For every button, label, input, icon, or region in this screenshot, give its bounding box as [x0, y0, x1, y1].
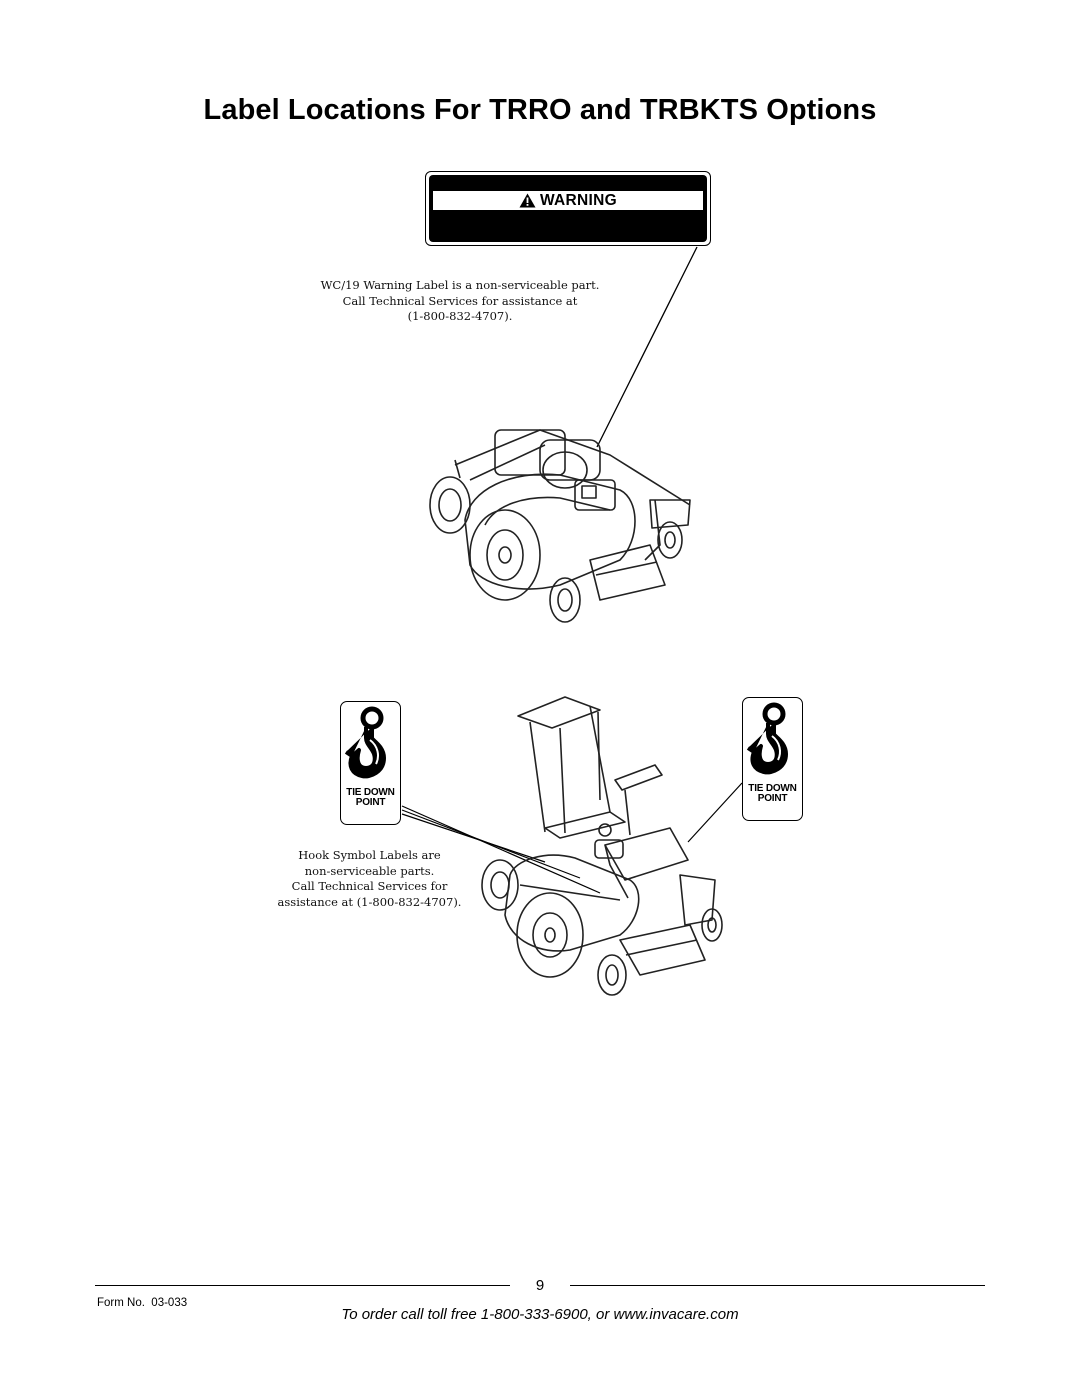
- caption-line: non-serviceable parts.: [304, 863, 435, 878]
- caption-line: WC/19 Warning Label is a non-serviceable…: [320, 278, 600, 292]
- warning-caption: WC/19 Warning Label is a non-serviceable…: [300, 278, 620, 325]
- warning-heading: WARNING: [539, 191, 617, 209]
- tie-down-leader-line: [687, 782, 743, 843]
- tie-down-line2: POINT: [355, 797, 386, 808]
- tie-down-text: TIE DOWN POINT: [743, 784, 802, 804]
- caption-line: assistance at (1-800-832-4707).: [277, 894, 462, 909]
- caption-line: Call Technical Services for assistance a…: [342, 293, 578, 308]
- warning-label: WARNING: [425, 171, 711, 246]
- caption-line: Call Technical Services for: [291, 879, 448, 893]
- page-number: 9: [535, 1277, 545, 1294]
- tie-down-label-right: TIE DOWN POINT: [742, 697, 803, 821]
- footer-rule: [570, 1285, 985, 1286]
- power-base-illustration: [429, 429, 691, 623]
- order-info: To order call toll free 1-800-333-6900, …: [341, 1306, 739, 1323]
- warning-heading-band: WARNING: [433, 191, 703, 210]
- page-title: Label Locations For TRRO and TRBKTS Opti…: [203, 94, 877, 126]
- caption-line: (1-800-832-4707).: [407, 309, 513, 323]
- hook-icon: [746, 702, 788, 775]
- power-wheelchair-illustration: [481, 696, 723, 996]
- tie-down-line1: TIE DOWN: [346, 787, 395, 798]
- tie-down-line1: TIE DOWN: [748, 783, 797, 794]
- warning-triangle-icon: [519, 193, 536, 208]
- tie-down-text: TIE DOWN POINT: [341, 788, 400, 808]
- hook-icon: [344, 706, 386, 779]
- tie-down-label-left: TIE DOWN POINT: [340, 701, 401, 825]
- warning-leader-line: [596, 246, 698, 448]
- hook-caption: Hook Symbol Labels are non-serviceable p…: [262, 848, 477, 910]
- footer-rule: [95, 1285, 510, 1286]
- warning-label-body: WARNING: [429, 175, 707, 242]
- caption-line: Hook Symbol Labels are: [298, 848, 441, 862]
- tie-down-line2: POINT: [757, 793, 788, 804]
- tie-down-leader-line: [401, 813, 546, 863]
- form-number: Form No. 03-033: [97, 1297, 188, 1309]
- tie-down-leader-line: [401, 805, 601, 894]
